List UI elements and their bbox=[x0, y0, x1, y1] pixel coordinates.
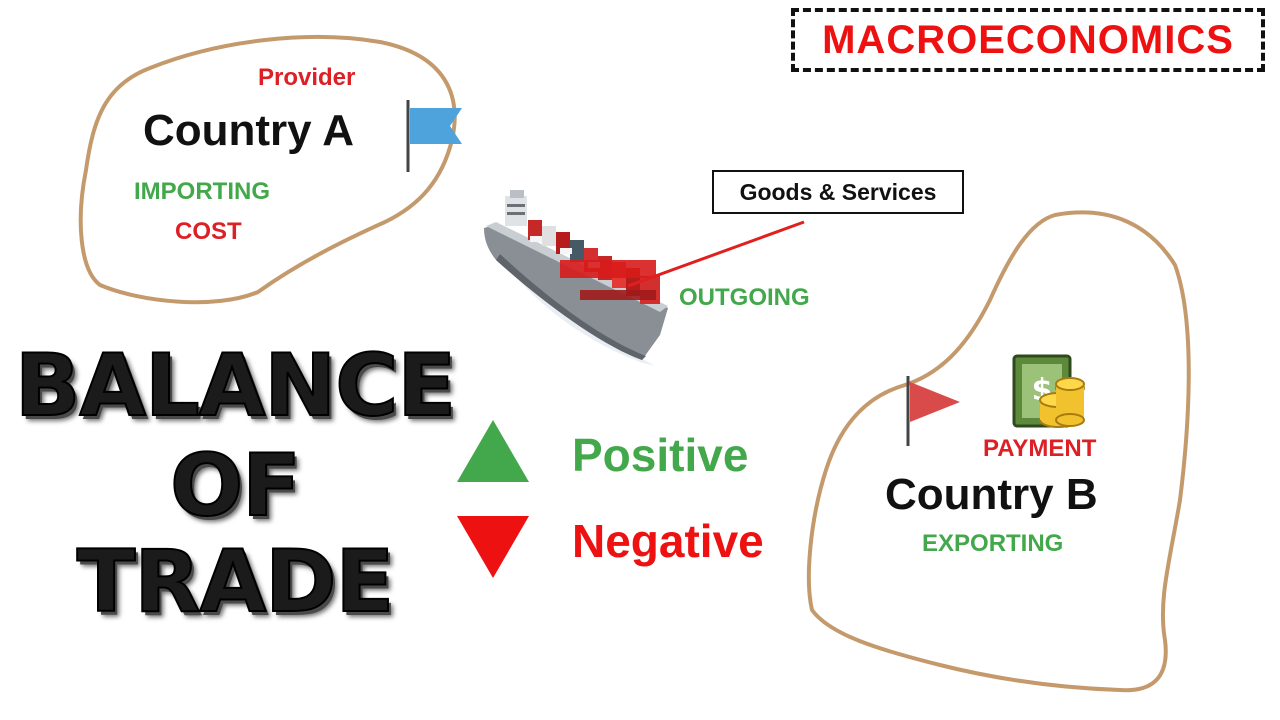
cargo-ship-icon bbox=[484, 190, 668, 366]
outgoing-label: OUTGOING bbox=[679, 284, 810, 311]
title-line-1: BALANCE bbox=[14, 335, 457, 437]
cost-label: COST bbox=[175, 218, 242, 245]
country-a-name: Country A bbox=[143, 106, 355, 155]
island-b-outline bbox=[806, 210, 1191, 693]
goods-services-box: Goods & Services bbox=[712, 170, 964, 214]
island-a-outline bbox=[78, 35, 457, 305]
title-line-3: TRADE bbox=[76, 531, 396, 633]
flag-icon bbox=[906, 376, 960, 446]
arrow-down-icon bbox=[457, 516, 529, 578]
pointer-line bbox=[627, 220, 805, 288]
positive-label: Positive bbox=[572, 429, 749, 481]
macroeconomics-badge: MACROECONOMICS bbox=[791, 8, 1265, 72]
payment-label: PAYMENT bbox=[983, 435, 1097, 462]
country-b-name: Country B bbox=[885, 470, 1098, 519]
exporting-label: EXPORTING bbox=[922, 530, 1064, 557]
negative-label: Negative bbox=[572, 515, 764, 567]
goods-services-label: Goods & Services bbox=[739, 178, 937, 205]
arrow-up-icon bbox=[457, 420, 529, 482]
title-line-2: OF bbox=[169, 435, 302, 537]
importing-label: IMPORTING bbox=[134, 178, 270, 205]
money-icon: $ bbox=[1012, 354, 1085, 428]
provider-label: Provider bbox=[258, 64, 356, 91]
flag-icon bbox=[406, 100, 462, 172]
